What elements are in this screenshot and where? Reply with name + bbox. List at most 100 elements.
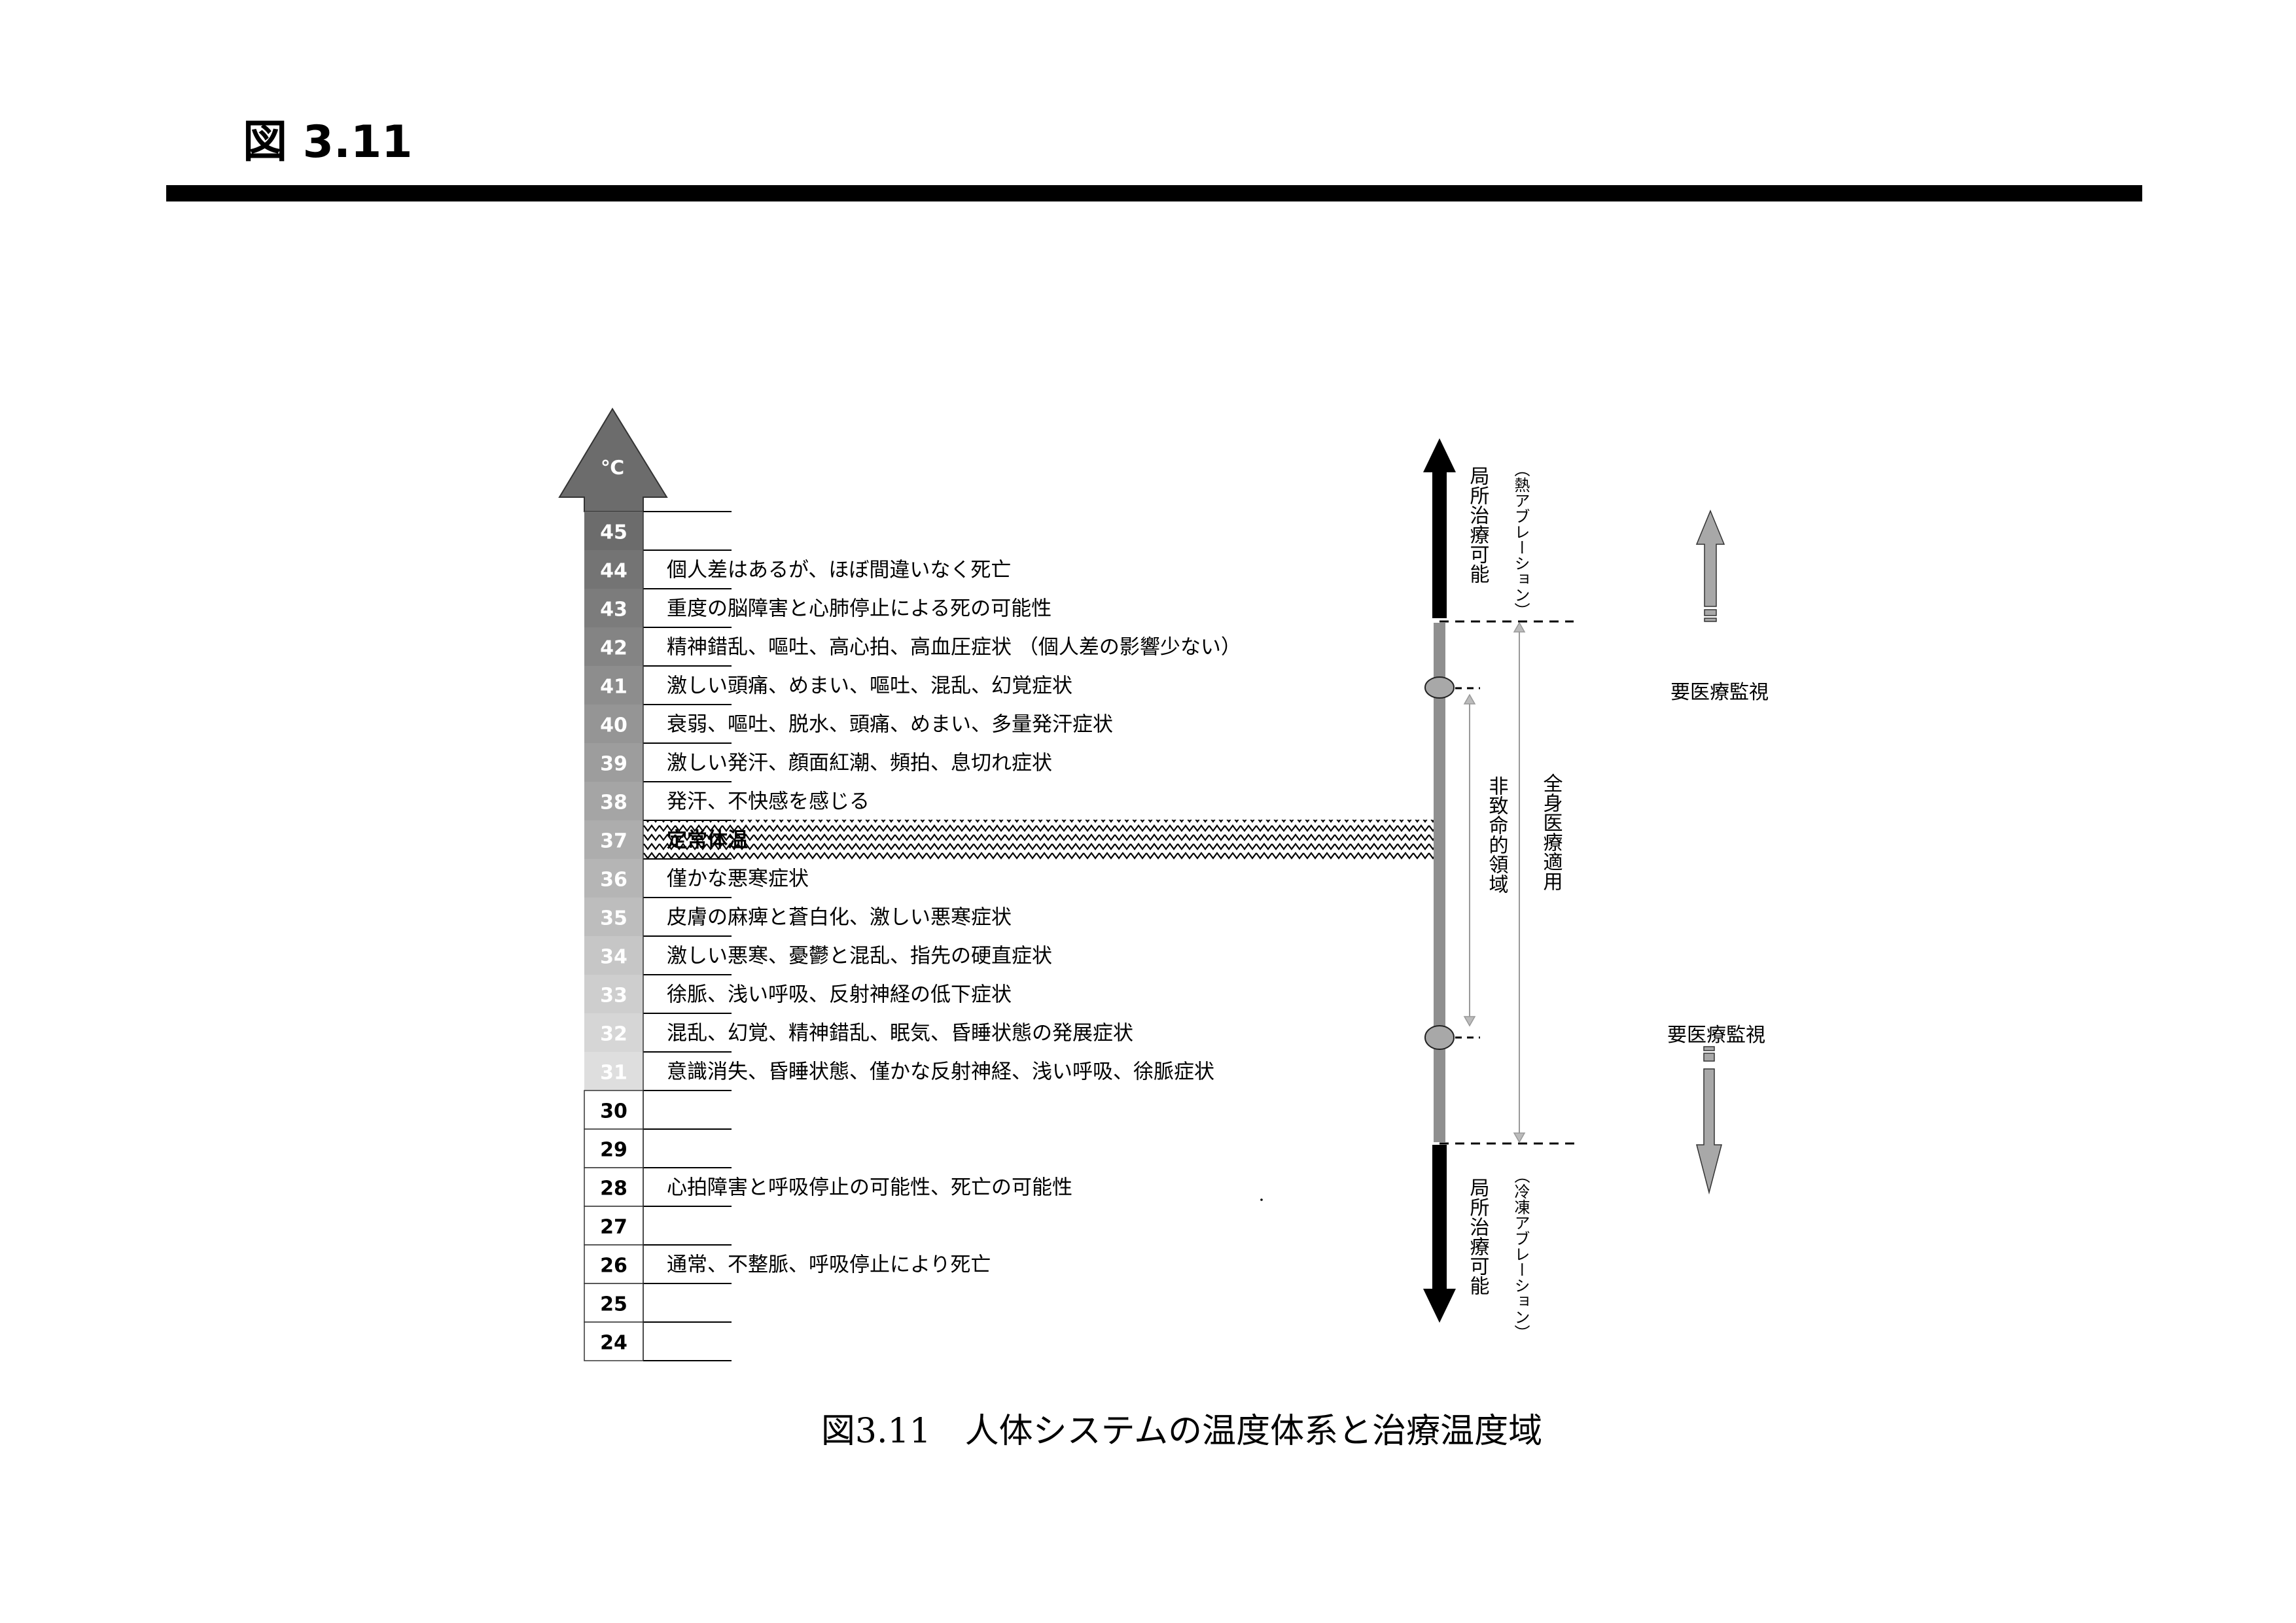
- temperature-value: 26: [600, 1255, 627, 1278]
- temperature-cell: [584, 820, 643, 859]
- scale-row: 38 発汗、不快感を感じる: [584, 781, 870, 820]
- temperature-cell: [584, 1013, 643, 1052]
- scale-row: 24: [584, 1321, 732, 1361]
- lower-local-treatment-label: 局所治療可能: [1466, 1178, 1490, 1295]
- scale-row: 43 重度の脳障害と心肺停止による死の可能性: [584, 588, 1051, 627]
- temperature-cell: [584, 898, 643, 936]
- temperature-value: 37: [600, 830, 627, 853]
- temperature-cell: [584, 782, 643, 820]
- scale-row: 29: [584, 1128, 732, 1168]
- scale-row: 30: [584, 1090, 732, 1130]
- scale-row: 26 通常、不整脈、呼吸停止により死亡: [584, 1244, 991, 1284]
- scale-row: 27: [584, 1206, 732, 1246]
- temperature-value: 29: [600, 1139, 627, 1162]
- temperature-value: 42: [600, 637, 627, 660]
- scale-row: 36 僅かな悪寒症状: [584, 858, 809, 898]
- symptom-text: 混乱、幻覚、精神錯乱、眠気、昏睡状態の発展症状: [667, 1022, 1133, 1045]
- temperature-value: 28: [600, 1178, 627, 1200]
- temperature-cell: [584, 512, 643, 550]
- systemic-range-bar: [1434, 623, 1445, 1142]
- upper-monitoring-arrow: [1695, 510, 1725, 622]
- temperature-cell: [584, 589, 643, 627]
- symptom-text: 徐脈、浅い呼吸、反射神経の低下症状: [667, 983, 1012, 1007]
- scale-row: 35 皮膚の麻痺と蒼白化、激しい悪寒症状: [584, 897, 1012, 936]
- symptom-text: 個人差はあるが、ほぼ間違いなく死亡: [667, 559, 1011, 582]
- scale-row: 42 精神錯乱、嘔吐、高心拍、高血圧症状 （個人差の影響少ない）: [584, 627, 1241, 666]
- upper-monitoring-label: 要医療監視: [1670, 681, 1769, 704]
- lower-marker-circle: [1424, 1025, 1455, 1050]
- temperature-cell: [584, 1167, 644, 1207]
- scale-row: 40 衰弱、嘔吐、脱水、頭痛、めまい、多量発汗症状: [584, 704, 1113, 743]
- lower-monitoring-arrow: [1696, 1046, 1722, 1195]
- stray-dot: [1260, 1198, 1263, 1201]
- symptom-text: 衰弱、嘔吐、脱水、頭痛、めまい、多量発汗症状: [667, 713, 1113, 737]
- scale-row: 39 激しい発汗、顔面紅潮、頻拍、息切れ症状: [584, 742, 1052, 782]
- temperature-cell: [584, 975, 643, 1013]
- scale-row: 37 定常体温: [584, 820, 748, 859]
- symptom-text: 発汗、不快感を感じる: [667, 790, 870, 814]
- temperature-value: 25: [600, 1293, 627, 1316]
- scale-row: 45: [584, 511, 732, 550]
- upper-local-treatment-note: （熱アブレーション）: [1511, 461, 1530, 618]
- temperature-value: 34: [600, 946, 627, 969]
- scale-row: 41 激しい頭痛、めまい、嘔吐、混乱、幻覚症状: [584, 665, 1072, 705]
- temperature-cell: [584, 1321, 644, 1361]
- symptom-text: 僅かな悪寒症状: [667, 867, 809, 891]
- upper-black-arrow: [1423, 438, 1456, 618]
- symptom-text: 精神錯乱、嘔吐、高心拍、高血圧症状 （個人差の影響少ない）: [667, 636, 1241, 659]
- figure-caption: 図3.11 人体システムの温度体系と治療温度域: [821, 1412, 1542, 1451]
- temperature-value: 30: [600, 1100, 627, 1123]
- scale-row: 25: [584, 1283, 732, 1323]
- temperature-value: 44: [600, 560, 627, 583]
- temperature-scale: 45 44 個人差はあるが、ほぼ間違いなく死亡 43 重度の脳障害と心肺停止による死の可…: [584, 511, 1241, 1361]
- symptom-text: 心拍障害と呼吸停止の可能性、死亡の可能性: [667, 1176, 1072, 1200]
- systemic-range-arrow: [1513, 621, 1526, 1143]
- temperature-cell: [584, 666, 643, 705]
- non-lethal-range-label: 非致命的領域: [1485, 776, 1509, 894]
- temperature-value: 32: [600, 1023, 627, 1046]
- temperature-cell: [584, 1052, 643, 1091]
- symptom-text: 皮膚の麻痺と蒼白化、激しい悪寒症状: [667, 906, 1012, 930]
- upper-marker-circle: [1424, 676, 1455, 699]
- header-rule: [166, 185, 2142, 201]
- temperature-value: 39: [600, 753, 627, 776]
- scale-row: 44 個人差はあるが、ほぼ間違いなく死亡: [584, 550, 1011, 589]
- temperature-value: 38: [600, 792, 627, 814]
- systemic-treatment-label: 全身医療適用: [1540, 773, 1563, 891]
- temperature-cell: [584, 936, 643, 975]
- non-lethal-range-arrow: [1463, 693, 1476, 1027]
- temperature-cell: [584, 743, 643, 782]
- upper-local-treatment-label: 局所治療可能: [1466, 466, 1490, 584]
- unit-label: ℃: [601, 457, 624, 480]
- symptom-text: 激しい悪寒、憂鬱と混乱、指先の硬直症状: [667, 945, 1052, 968]
- temperature-value: 45: [600, 521, 627, 544]
- normal-temperature-label: 定常体温: [667, 829, 748, 852]
- temperature-value: 24: [600, 1332, 627, 1355]
- temperature-value: 43: [600, 599, 627, 621]
- page-title: 図 3.11: [243, 116, 412, 168]
- temperature-cell: [584, 627, 643, 666]
- temperature-cell: [584, 859, 643, 898]
- scale-row: 31 意識消失、昏睡状態、僅かな反射神経、浅い呼吸、徐脈症状: [584, 1051, 1214, 1091]
- temperature-cell: [584, 1090, 644, 1130]
- symptom-text: 通常、不整脈、呼吸停止により死亡: [667, 1253, 991, 1277]
- symptom-text: 激しい頭痛、めまい、嘔吐、混乱、幻覚症状: [667, 674, 1072, 698]
- scale-row: 34 激しい悪寒、憂鬱と混乱、指先の硬直症状: [584, 935, 1052, 975]
- lower-local-treatment-note: （冷凍アブレーション）: [1511, 1168, 1530, 1340]
- lower-monitoring-label: 要医療監視: [1667, 1024, 1765, 1047]
- temperature-cell: [584, 550, 643, 589]
- temperature-value: 40: [600, 714, 627, 737]
- temperature-value: 41: [600, 676, 627, 699]
- symptom-text: 重度の脳障害と心肺停止による死の可能性: [667, 597, 1051, 621]
- temperature-value: 36: [600, 869, 627, 892]
- temperature-value: 31: [600, 1062, 627, 1085]
- temperature-value: 35: [600, 907, 627, 930]
- symptom-text: 激しい発汗、顔面紅潮、頻拍、息切れ症状: [667, 752, 1052, 775]
- scale-row: 32 混乱、幻覚、精神錯乱、眠気、昏睡状態の発展症状: [584, 1013, 1133, 1052]
- temperature-value: 27: [600, 1216, 627, 1239]
- lower-black-arrow: [1423, 1145, 1456, 1323]
- scale-row: 28 心拍障害と呼吸停止の可能性、死亡の可能性: [584, 1167, 1072, 1207]
- symptom-text: 意識消失、昏睡状態、僅かな反射神経、浅い呼吸、徐脈症状: [667, 1060, 1214, 1084]
